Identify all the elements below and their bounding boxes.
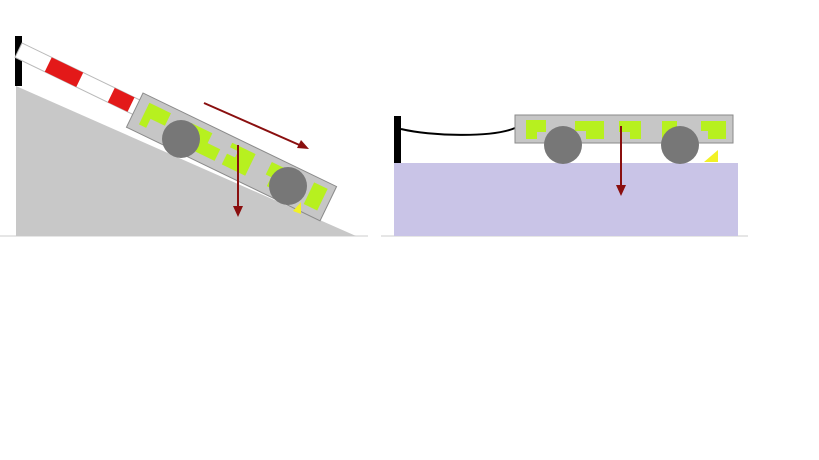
left-wall — [15, 36, 22, 86]
level-chock — [704, 150, 718, 162]
strip-red-segment-1 — [44, 57, 84, 88]
level-cart-panel-1 — [526, 120, 546, 139]
incline-cart-panel-1 — [138, 102, 171, 128]
level-cart-front-wheel — [661, 126, 699, 164]
striped-guard-strip — [14, 42, 158, 124]
incline-gravity-arrow-head — [233, 206, 243, 217]
tow-cable — [400, 127, 516, 136]
incline-cart-rear-wheel — [162, 120, 200, 158]
level-cart-rear-wheel — [544, 126, 582, 164]
incline-cart-panel-5 — [303, 182, 328, 211]
level-cart-panel-5 — [701, 121, 726, 139]
left-panel — [0, 36, 368, 237]
incline-cart-front-wheel — [269, 167, 307, 205]
incline-chock — [293, 202, 301, 214]
strip-red-segment-2 — [107, 87, 135, 112]
level-platform — [394, 163, 738, 236]
right-wall — [394, 116, 401, 163]
level-cart-panel-2 — [575, 121, 604, 139]
incline-motion-arrow-line — [203, 102, 305, 148]
right-panel — [381, 114, 748, 237]
incline-motion-arrow-head — [297, 140, 309, 149]
level-gravity-arrow-head — [616, 185, 626, 196]
inclined-ramp — [16, 86, 356, 236]
level-cart-panel-3 — [619, 121, 641, 139]
